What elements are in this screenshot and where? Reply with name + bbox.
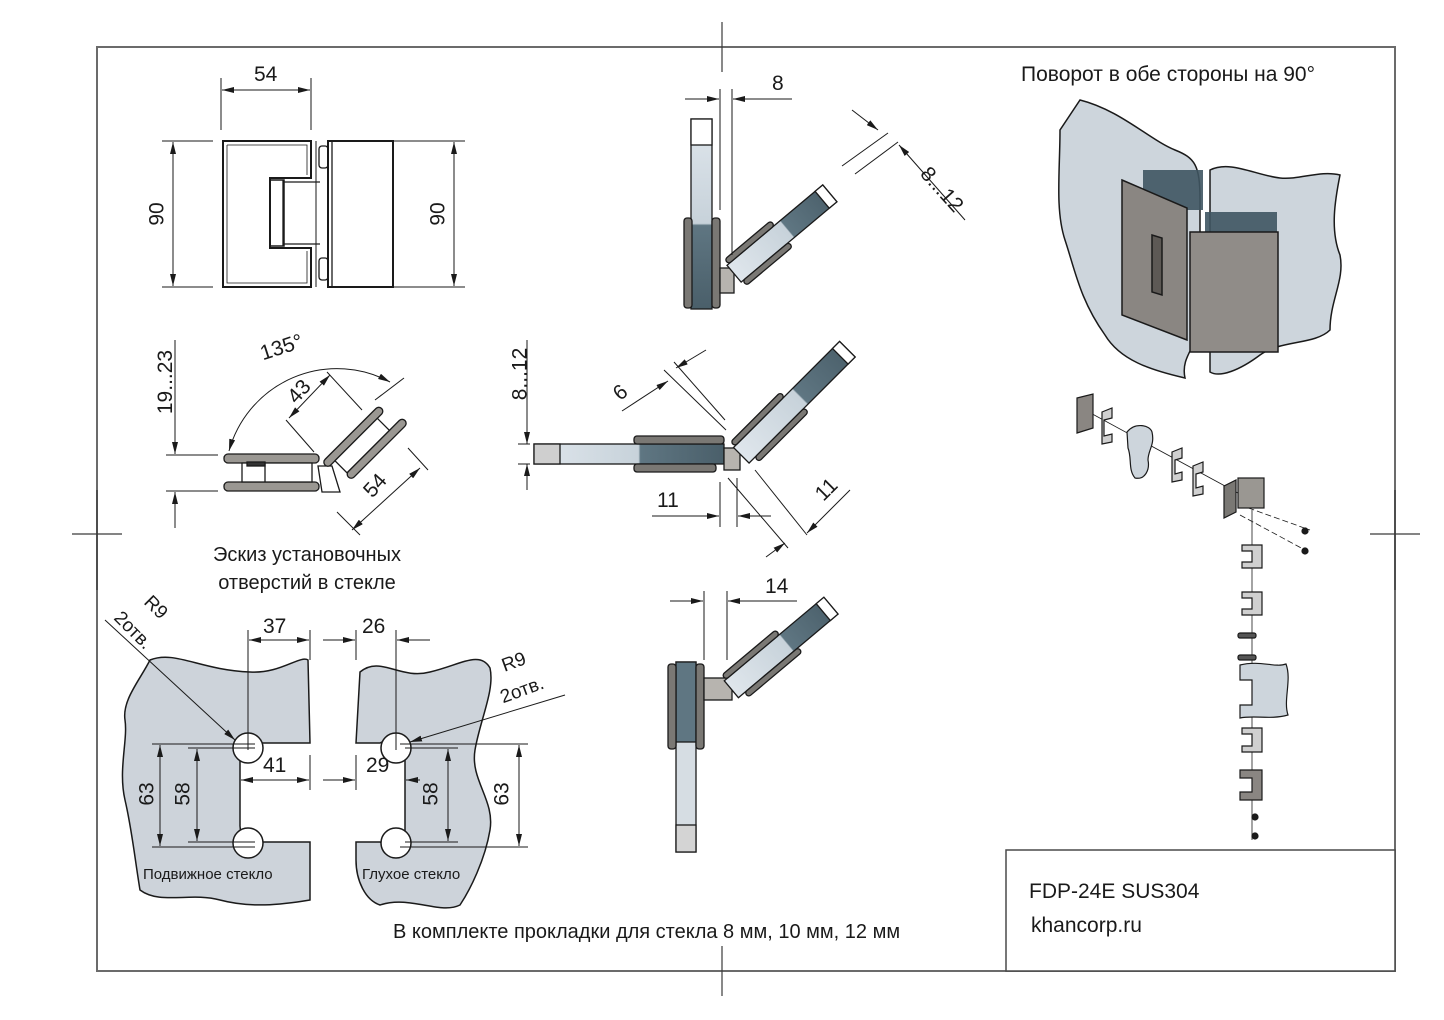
side-view-top	[683, 118, 838, 310]
side-view-bottom	[667, 596, 839, 853]
middle-glass-thickness-dim: 8...12	[508, 347, 532, 401]
fixed-spacing-inner-dim: 58	[419, 782, 443, 806]
front-height-right-dim: 90	[426, 202, 450, 226]
angle-view-dimensions	[166, 340, 429, 536]
title-block-website: khancorp.ru	[1031, 914, 1142, 937]
middle-straight-offset-dim: 11	[657, 489, 679, 512]
title-block	[1005, 849, 1396, 972]
front-height-left-dim: 90	[145, 202, 169, 226]
fixed-edge-to-hole-dim: 26	[362, 615, 386, 638]
footer-note: В комплекте прокладки для стекла 8 мм, 1…	[393, 921, 901, 943]
side-view-middle-dimensions	[518, 340, 851, 558]
rotation-3d-view	[1058, 99, 1342, 379]
title-block-model: FDP-24E SUS304	[1029, 880, 1200, 903]
front-view-dimensions	[162, 78, 465, 288]
movable-edge-to-hole-dim: 37	[263, 615, 287, 638]
side-view-middle	[533, 340, 857, 473]
fixed-glass-label: Глухое стекло	[362, 866, 461, 883]
front-view	[222, 140, 394, 288]
holes-sketch-caption-line1: Эскиз установочных	[213, 544, 401, 566]
side-view-top-dimensions	[685, 89, 966, 255]
movable-glass-label: Подвижное стекло	[143, 866, 273, 883]
bottom-gap-dim: 14	[765, 575, 789, 598]
movable-spacing-outer-dim: 63	[135, 782, 159, 806]
rotation-caption: Поворот в обе стороны на 90°	[1021, 63, 1316, 86]
movable-spacing-inner-dim: 58	[171, 782, 195, 806]
fixed-cutout-depth-dim: 29	[366, 754, 390, 777]
front-width-dim: 54	[254, 63, 278, 86]
holes-sketch-caption-line2: отверстий в стекле	[218, 572, 396, 594]
exploded-view	[1076, 393, 1311, 840]
movable-cutout-depth-dim: 41	[263, 754, 287, 777]
thickness-range-dim: 19...23	[154, 349, 178, 415]
registration-marks	[72, 22, 1420, 996]
fixed-spacing-outer-dim: 63	[490, 782, 514, 806]
holes-sketch-dimensions	[104, 619, 566, 848]
top-gap-dim: 8	[772, 72, 784, 95]
side-view-bottom-dimensions	[670, 591, 797, 660]
